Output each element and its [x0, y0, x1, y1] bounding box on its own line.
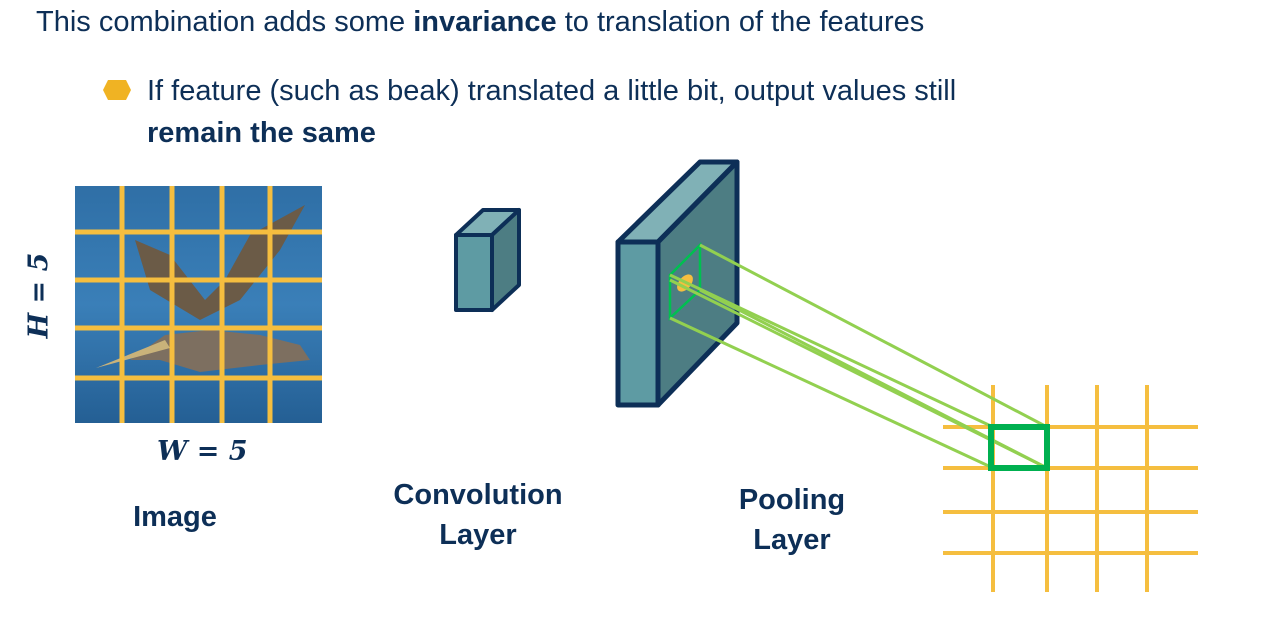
pooled-cell-highlight [988, 424, 1050, 471]
convolution-block [454, 208, 521, 312]
projection-lines [669, 243, 1048, 470]
height-label: H = 5 [23, 252, 55, 339]
slide-title: This combination adds some invariance to… [36, 6, 925, 38]
output-grid [943, 385, 1198, 592]
hexagon-bullet-icon [103, 80, 131, 100]
pooling-block [615, 159, 740, 408]
width-label: W = 5 [157, 436, 248, 467]
bullet-point: If feature (such as beak) translated a l… [147, 75, 957, 149]
image-label: Image [133, 501, 217, 533]
pelican-image [75, 186, 322, 423]
image-grid [75, 186, 322, 423]
